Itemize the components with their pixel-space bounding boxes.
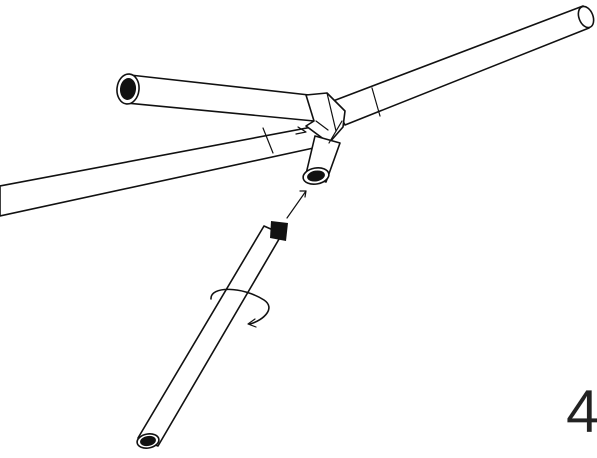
step-number: 4 — [566, 382, 597, 442]
insert-arrow-icon — [287, 191, 306, 218]
long-lower-left-pipe — [0, 124, 332, 216]
long-upper-right-pipe — [333, 4, 596, 125]
lower-insert-pipe — [136, 221, 288, 450]
left-short-pipe — [115, 73, 318, 121]
